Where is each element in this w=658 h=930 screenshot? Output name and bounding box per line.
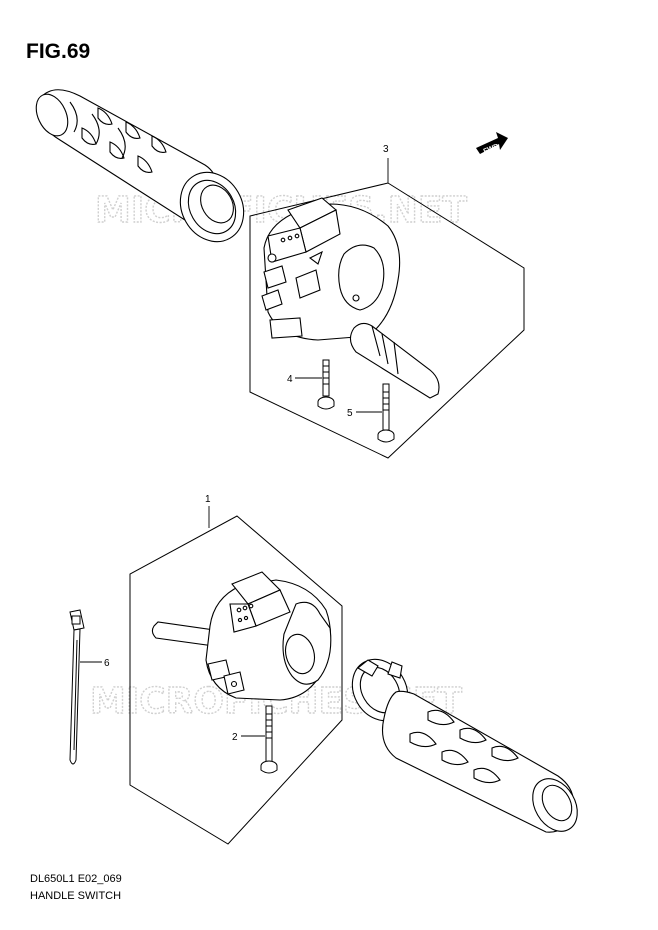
screw-5 [377,383,395,443]
right-handle-switch-illustration [261,197,440,399]
left-grip-illustration [35,89,245,243]
part-1-frame [129,515,343,845]
screw-2 [260,705,278,774]
left-handle-switch-illustration [151,571,332,701]
callout-4: 4 [287,374,293,385]
callout-6: 6 [104,658,110,669]
callout-5: 5 [347,408,353,419]
callout-1: 1 [205,494,211,505]
part-3-frame [249,182,525,459]
screw-4 [317,359,335,410]
fwd-direction-badge: FWD [476,132,508,155]
figure-title: FIG.69 [26,40,91,63]
diagram-code: DL650L1 E02_069 [30,873,122,885]
cable-tie-illustration [69,609,85,765]
right-grip-illustration [351,658,578,833]
diagram-name: HANDLE SWITCH [30,890,122,902]
callout-3: 3 [383,144,389,155]
callout-2: 2 [232,732,238,743]
